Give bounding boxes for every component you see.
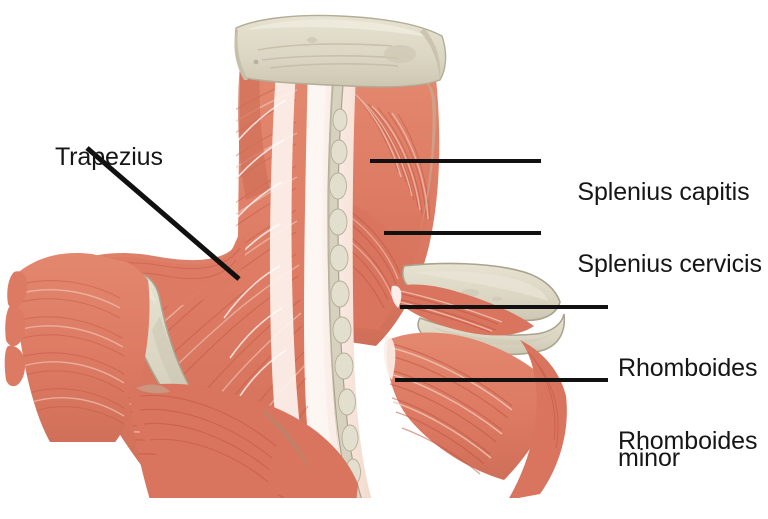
lower-left-arm-muscle bbox=[130, 383, 318, 497]
label-rhomboides-major: Rhomboides major bbox=[618, 366, 757, 519]
label-rhomboides-major-line-1: Rhomboides bbox=[618, 427, 758, 455]
rhomboides-minor-muscle bbox=[391, 284, 534, 336]
label-splenius-capitis-line-1: Splenius capitis bbox=[577, 178, 750, 206]
left-muscle-contour bbox=[4, 271, 28, 387]
label-splenius-cervicis-line-1: Splenius cervicis bbox=[577, 250, 762, 278]
occipital-bone bbox=[234, 14, 447, 88]
spinous-processes bbox=[327, 71, 363, 501]
label-trapezius: Trapezius bbox=[28, 112, 163, 202]
label-rhomboides-major-line-2: major bbox=[618, 516, 757, 519]
rhomboides-major-muscle bbox=[384, 332, 558, 480]
label-rhomboides-minor-line-2: minor bbox=[618, 444, 681, 472]
label-rhomboides-minor-line-1: Rhomboides bbox=[618, 354, 758, 382]
label-splenius-capitis: Splenius capitis bbox=[550, 147, 750, 237]
bottom-fade bbox=[0, 498, 768, 519]
label-trapezius-line-1: Trapezius bbox=[54, 143, 163, 171]
label-rhomboides-minor: Rhomboides minor bbox=[618, 293, 757, 519]
label-splenius-cervicis: Splenius cervicis bbox=[550, 219, 762, 309]
deltoid-left bbox=[14, 252, 150, 442]
